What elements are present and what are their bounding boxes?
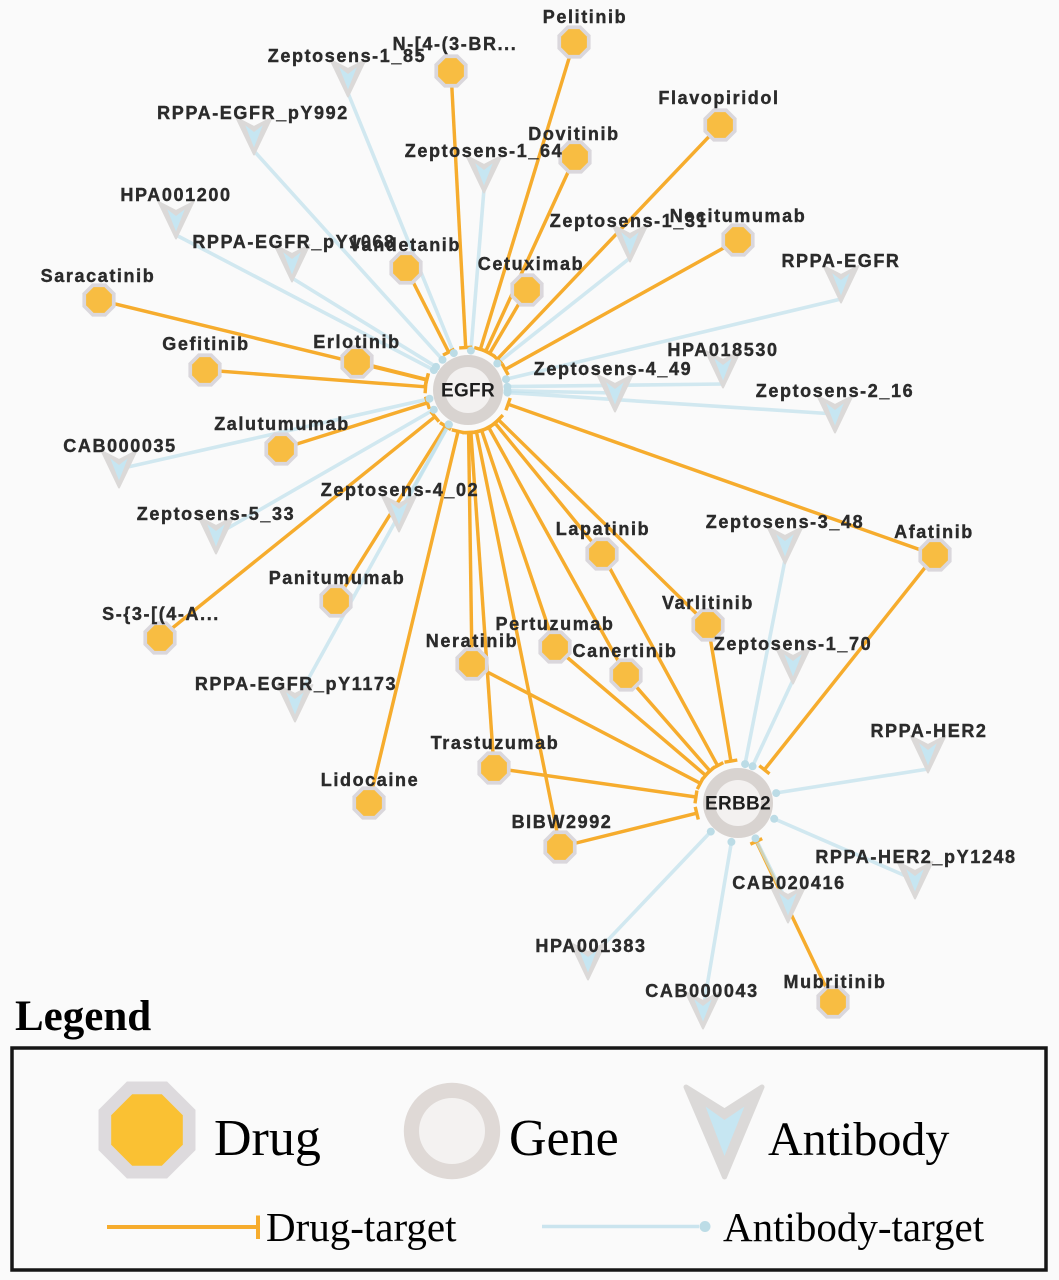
svg-text:Zeptosens-1_70: Zeptosens-1_70 xyxy=(714,634,872,654)
svg-text:Zeptosens-4_49: Zeptosens-4_49 xyxy=(534,359,692,379)
svg-text:Mubritinib: Mubritinib xyxy=(784,972,887,992)
svg-text:Varlitinib: Varlitinib xyxy=(662,593,754,613)
svg-text:Zeptosens-2_16: Zeptosens-2_16 xyxy=(756,381,914,401)
svg-text:Neratinib: Neratinib xyxy=(426,631,518,651)
svg-text:Legend: Legend xyxy=(15,993,151,1040)
svg-text:Drug-target: Drug-target xyxy=(266,1204,457,1250)
svg-text:Zeptosens-1_31: Zeptosens-1_31 xyxy=(550,211,708,231)
svg-text:RPPA-EGFR: RPPA-EGFR xyxy=(781,251,900,271)
svg-text:Gefitinib: Gefitinib xyxy=(162,334,249,354)
svg-text:HPA001200: HPA001200 xyxy=(120,185,231,205)
svg-text:Zeptosens-5_33: Zeptosens-5_33 xyxy=(137,504,295,524)
svg-text:RPPA-HER2_pY1248: RPPA-HER2_pY1248 xyxy=(815,847,1016,867)
svg-text:Antibody: Antibody xyxy=(768,1113,949,1166)
svg-text:CAB000035: CAB000035 xyxy=(63,436,176,456)
svg-text:BIBW2992: BIBW2992 xyxy=(512,812,613,832)
svg-text:Pertuzumab: Pertuzumab xyxy=(495,614,614,634)
svg-text:Zeptosens-3_48: Zeptosens-3_48 xyxy=(706,512,864,532)
svg-text:HPA018530: HPA018530 xyxy=(667,340,778,360)
svg-text:RPPA-HER2: RPPA-HER2 xyxy=(870,721,987,741)
svg-text:Saracatinib: Saracatinib xyxy=(41,266,156,286)
svg-text:ERBB2: ERBB2 xyxy=(705,794,771,815)
svg-text:Pelitinib: Pelitinib xyxy=(543,7,627,27)
svg-text:Necitumumab: Necitumumab xyxy=(670,206,807,226)
svg-text:Drug: Drug xyxy=(214,1110,321,1167)
svg-text:Zeptosens-4_02: Zeptosens-4_02 xyxy=(321,480,479,500)
svg-text:RPPA-EGFR_pY992: RPPA-EGFR_pY992 xyxy=(157,103,349,123)
svg-text:CAB000043: CAB000043 xyxy=(645,981,758,1001)
svg-text:Panitumumab: Panitumumab xyxy=(269,568,406,588)
svg-text:Flavopiridol: Flavopiridol xyxy=(658,88,779,108)
svg-text:Zeptosens-1_85: Zeptosens-1_85 xyxy=(268,46,426,66)
svg-text:Afatinib: Afatinib xyxy=(894,522,974,542)
svg-text:Vandetanib: Vandetanib xyxy=(349,235,461,255)
svg-text:N-[4-(3-BR...: N-[4-(3-BR... xyxy=(393,34,518,54)
svg-text:Lapatinib: Lapatinib xyxy=(556,519,650,539)
svg-text:Zeptosens-1_64: Zeptosens-1_64 xyxy=(405,141,563,161)
svg-text:RPPA-EGFR_pY1068: RPPA-EGFR_pY1068 xyxy=(192,232,395,252)
svg-text:Canertinib: Canertinib xyxy=(572,641,677,661)
svg-text:Dovitinib: Dovitinib xyxy=(528,124,619,144)
svg-text:HPA001383: HPA001383 xyxy=(535,936,646,956)
svg-text:Trastuzumab: Trastuzumab xyxy=(431,733,560,753)
svg-text:Lidocaine: Lidocaine xyxy=(321,770,419,790)
svg-text:Antibody-target: Antibody-target xyxy=(723,1204,985,1250)
svg-text:CAB020416: CAB020416 xyxy=(732,873,845,893)
svg-text:Erlotinib: Erlotinib xyxy=(313,332,400,352)
svg-text:Zalutumumab: Zalutumumab xyxy=(214,414,350,434)
svg-text:S-{3-[(4-A...: S-{3-[(4-A... xyxy=(102,604,220,624)
svg-text:Gene: Gene xyxy=(509,1110,619,1167)
svg-text:EGFR: EGFR xyxy=(441,381,495,402)
svg-text:Cetuximab: Cetuximab xyxy=(478,254,584,274)
svg-text:RPPA-EGFR_pY1173: RPPA-EGFR_pY1173 xyxy=(195,674,397,694)
